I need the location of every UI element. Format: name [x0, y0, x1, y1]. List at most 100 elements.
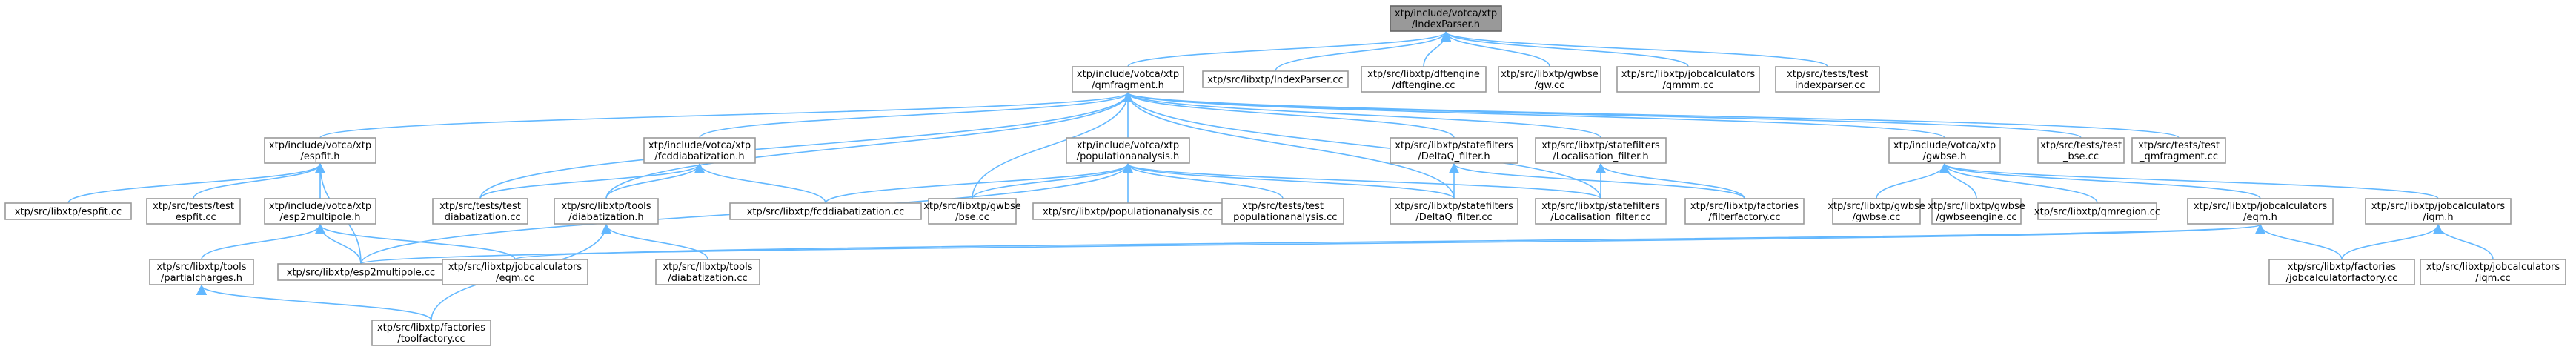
node-label-line: xtp/src/libxtp/statefilters	[1395, 201, 1513, 212]
edge-fcddiabatization_cc-to-populationanalysis_h	[825, 162, 1133, 204]
node-test-indexparser-cc[interactable]: xtp/src/tests/test_indexparser.cc	[1775, 66, 1880, 93]
edge-fcddiabatization_cc-to-fcddiabatization_h	[694, 162, 826, 204]
node-localisation-filter-cc[interactable]: xtp/src/libxtp/statefilters/Localisation…	[1535, 198, 1667, 225]
edge-qmmm_cc-to-indexparser_h	[1440, 30, 1689, 67]
edge-jobcalculatorfactory_cc-to-eqm_h	[2254, 223, 2343, 260]
node-eqm-cc[interactable]: xtp/src/libxtp/jobcalculators/eqm.cc	[442, 259, 588, 285]
node-label-line: /diabatization.cc	[668, 273, 747, 284]
file-nodes: xtp/include/votca/xtp/IndexParser.h xtp/i…	[4, 5, 2566, 346]
edge-espfit_cc-to-espfit_h	[67, 162, 326, 204]
node-fcddiabatization-cc[interactable]: xtp/src/libxtp/fcddiabatization.cc	[729, 202, 922, 220]
node-populationanalysis-h[interactable]: xtp/include/votca/xtp/populationanalysis…	[1066, 137, 1190, 164]
node-espfit-h[interactable]: xtp/include/votca/xtp/espfit.h	[264, 137, 376, 164]
node-box	[2037, 202, 2157, 220]
node-label-line: /DeltaQ_filter.h	[1418, 151, 1490, 162]
node-label-line: _bse.cc	[2062, 151, 2099, 162]
node-label-line: xtp/include/votca/xtp	[1077, 69, 1179, 80]
node-filterfactory-cc[interactable]: xtp/src/libxtp/factories/filterfactory.c…	[1684, 198, 1805, 225]
node-iqm-cc[interactable]: xtp/src/libxtp/jobcalculators/iqm.cc	[2420, 259, 2566, 285]
edge-iqm_h-to-gwbse_h	[1939, 162, 2439, 199]
node-label-line: /gw.cc	[1535, 80, 1565, 91]
node-label-line: xtp/src/libxtp/jobcalculators	[2426, 262, 2560, 273]
node-label-line: xtp/src/libxtp/fcddiabatization.cc	[747, 207, 905, 218]
node-test-populationanalysis-cc[interactable]: xtp/src/tests/test_populationanalysis.cc	[1221, 198, 1344, 225]
node-jobcalculatorfactory-cc[interactable]: xtp/src/libxtp/factories/jobcalculatorfa…	[2268, 259, 2415, 285]
node-toolfactory-cc[interactable]: xtp/src/libxtp/factories/toolfactory.cc	[371, 320, 491, 346]
node-diabatization-cc[interactable]: xtp/src/libxtp/tools/diabatization.cc	[655, 259, 760, 285]
node-gwbse-h[interactable]: xtp/include/votca/xtp/gwbse.h	[1888, 137, 2001, 164]
node-dftengine-cc[interactable]: xtp/src/libxtp/dftengine/dftengine.cc	[1361, 66, 1487, 93]
edge-test_indexparser_cc-to-indexparser_h	[1441, 30, 1828, 67]
node-box	[1390, 198, 1518, 225]
node-label-line: /iqm.cc	[2475, 273, 2510, 284]
node-qmfragment-h[interactable]: xtp/include/votca/xtp/qmfragment.h	[1072, 66, 1184, 93]
node-fcddiabatization-h[interactable]: xtp/include/votca/xtp/fcddiabatization.h	[643, 137, 756, 164]
node-deltaq-filter-h[interactable]: xtp/src/libxtp/statefilters/DeltaQ_filte…	[1390, 137, 1518, 164]
node-eqm-h[interactable]: xtp/src/libxtp/jobcalculators/eqm.h	[2187, 198, 2334, 225]
node-label-line: /esp2multipole.h	[279, 212, 360, 223]
node-gwbseengine-cc[interactable]: xtp/src/libxtp/gwbse/gwbseengine.cc	[1928, 198, 2025, 225]
node-esp2multipole-cc[interactable]: xtp/src/libxtp/esp2multipole.cc	[277, 263, 445, 281]
edge-localisation_filter_cc-to-populationanalysis_h	[1123, 162, 1601, 199]
node-label-line: /toolfactory.cc	[397, 334, 465, 345]
node-bse-cc[interactable]: xtp/src/libxtp/gwbse/bse.cc	[923, 198, 1021, 225]
node-box	[1202, 70, 1349, 88]
node-box	[1931, 198, 2022, 225]
node-test-bse-cc[interactable]: xtp/src/tests/test_bse.cc	[2037, 137, 2125, 164]
node-test-qmfragment-cc[interactable]: xtp/src/tests/test_qmfragment.cc	[2131, 137, 2226, 164]
node-label-line: /filterfactory.cc	[1709, 212, 1781, 223]
node-label-line: /qmmm.cc	[1662, 80, 1713, 91]
edge-jobcalculatorfactory_cc-to-iqm_h	[2341, 223, 2444, 260]
node-indexparser-h: xtp/include/votca/xtp/IndexParser.h	[1390, 5, 1502, 32]
node-label-line: xtp/src/libxtp/dftengine	[1367, 69, 1480, 80]
node-label-line: _indexparser.cc	[1790, 80, 1865, 91]
node-box	[1072, 66, 1184, 93]
node-gwbse-cc[interactable]: xtp/src/libxtp/gwbse/gwbse.cc	[1828, 198, 1925, 225]
edge-deltaq_filter_cc-to-populationanalysis_h	[1123, 162, 1455, 199]
edge-indexparser_cc-to-indexparser_h	[1275, 30, 1452, 72]
node-box	[1390, 137, 1518, 164]
edge-bse_cc-to-populationanalysis_h	[972, 162, 1134, 199]
node-box	[264, 137, 376, 164]
edge-test_diabatization_cc-to-fcddiabatization_h	[479, 162, 706, 199]
node-qmmm-cc[interactable]: xtp/src/libxtp/jobcalculators/qmmm.cc	[1616, 66, 1760, 93]
node-label-line: /espfit.h	[300, 151, 339, 162]
node-box	[2268, 259, 2415, 285]
node-label-line: xtp/src/libxtp/gwbse	[923, 201, 1021, 212]
edge-localisation_filter_h-to-qmfragment_h	[1123, 91, 1601, 139]
edge-bse_cc-to-qmfragment_h	[972, 91, 1134, 199]
node-label-line: /diabatization.h	[568, 212, 643, 223]
node-box	[1066, 137, 1190, 164]
node-espfit-cc[interactable]: xtp/src/libxtp/espfit.cc	[4, 202, 132, 220]
node-box	[1535, 198, 1667, 225]
node-localisation-filter-h[interactable]: xtp/src/libxtp/statefilters/Localisation…	[1535, 137, 1667, 164]
node-gw-cc[interactable]: xtp/src/libxtp/gwbse/gw.cc	[1498, 66, 1601, 93]
node-label-line: xtp/src/libxtp/statefilters	[1541, 140, 1660, 151]
node-test-diabatization-cc[interactable]: xtp/src/tests/test_diabatization.cc	[432, 198, 528, 225]
node-iqm-h[interactable]: xtp/src/libxtp/jobcalculators/iqm.h	[2365, 198, 2512, 225]
node-partialcharges-h[interactable]: xtp/src/libxtp/tools/partialcharges.h	[149, 259, 254, 285]
node-box	[554, 198, 659, 225]
node-label-line: /gwbseengine.cc	[1936, 212, 2016, 223]
edge-toolfactory_cc-to-partialcharges_h	[196, 284, 432, 321]
node-label-line: /dftengine.cc	[1392, 80, 1455, 91]
edge-test_qmfragment_cc-to-qmfragment_h	[1123, 91, 2180, 139]
node-box	[149, 259, 254, 285]
node-deltaq-filter-cc[interactable]: xtp/src/libxtp/statefilters/DeltaQ_filte…	[1390, 198, 1518, 225]
node-label-line: /qmfragment.h	[1092, 80, 1164, 91]
node-populationanalysis-cc[interactable]: xtp/src/libxtp/populationanalysis.cc	[1032, 202, 1224, 220]
node-esp2multipole-h[interactable]: xtp/include/votca/xtp/esp2multipole.h	[264, 198, 376, 225]
node-label-line: xtp/src/libxtp/tools	[156, 262, 246, 273]
node-qmregion-cc[interactable]: xtp/src/libxtp/qmregion.cc	[2034, 202, 2160, 220]
node-indexparser-cc[interactable]: xtp/src/libxtp/IndexParser.cc	[1202, 70, 1349, 88]
node-test-espfit-cc[interactable]: xtp/src/tests/test_espfit.cc	[146, 198, 241, 225]
node-label-line: xtp/include/votca/xtp	[269, 201, 371, 212]
edge-iqm_cc-to-iqm_h	[2432, 223, 2494, 260]
node-box	[442, 259, 588, 285]
node-tools-diabatization-h[interactable]: xtp/src/libxtp/tools/diabatization.h	[554, 198, 659, 225]
node-label-line: /bse.cc	[955, 212, 989, 223]
node-box	[655, 259, 760, 285]
node-label-line: xtp/src/libxtp/jobcalculators	[1621, 69, 1756, 80]
node-label-line: /gwbse.cc	[1853, 212, 1901, 223]
